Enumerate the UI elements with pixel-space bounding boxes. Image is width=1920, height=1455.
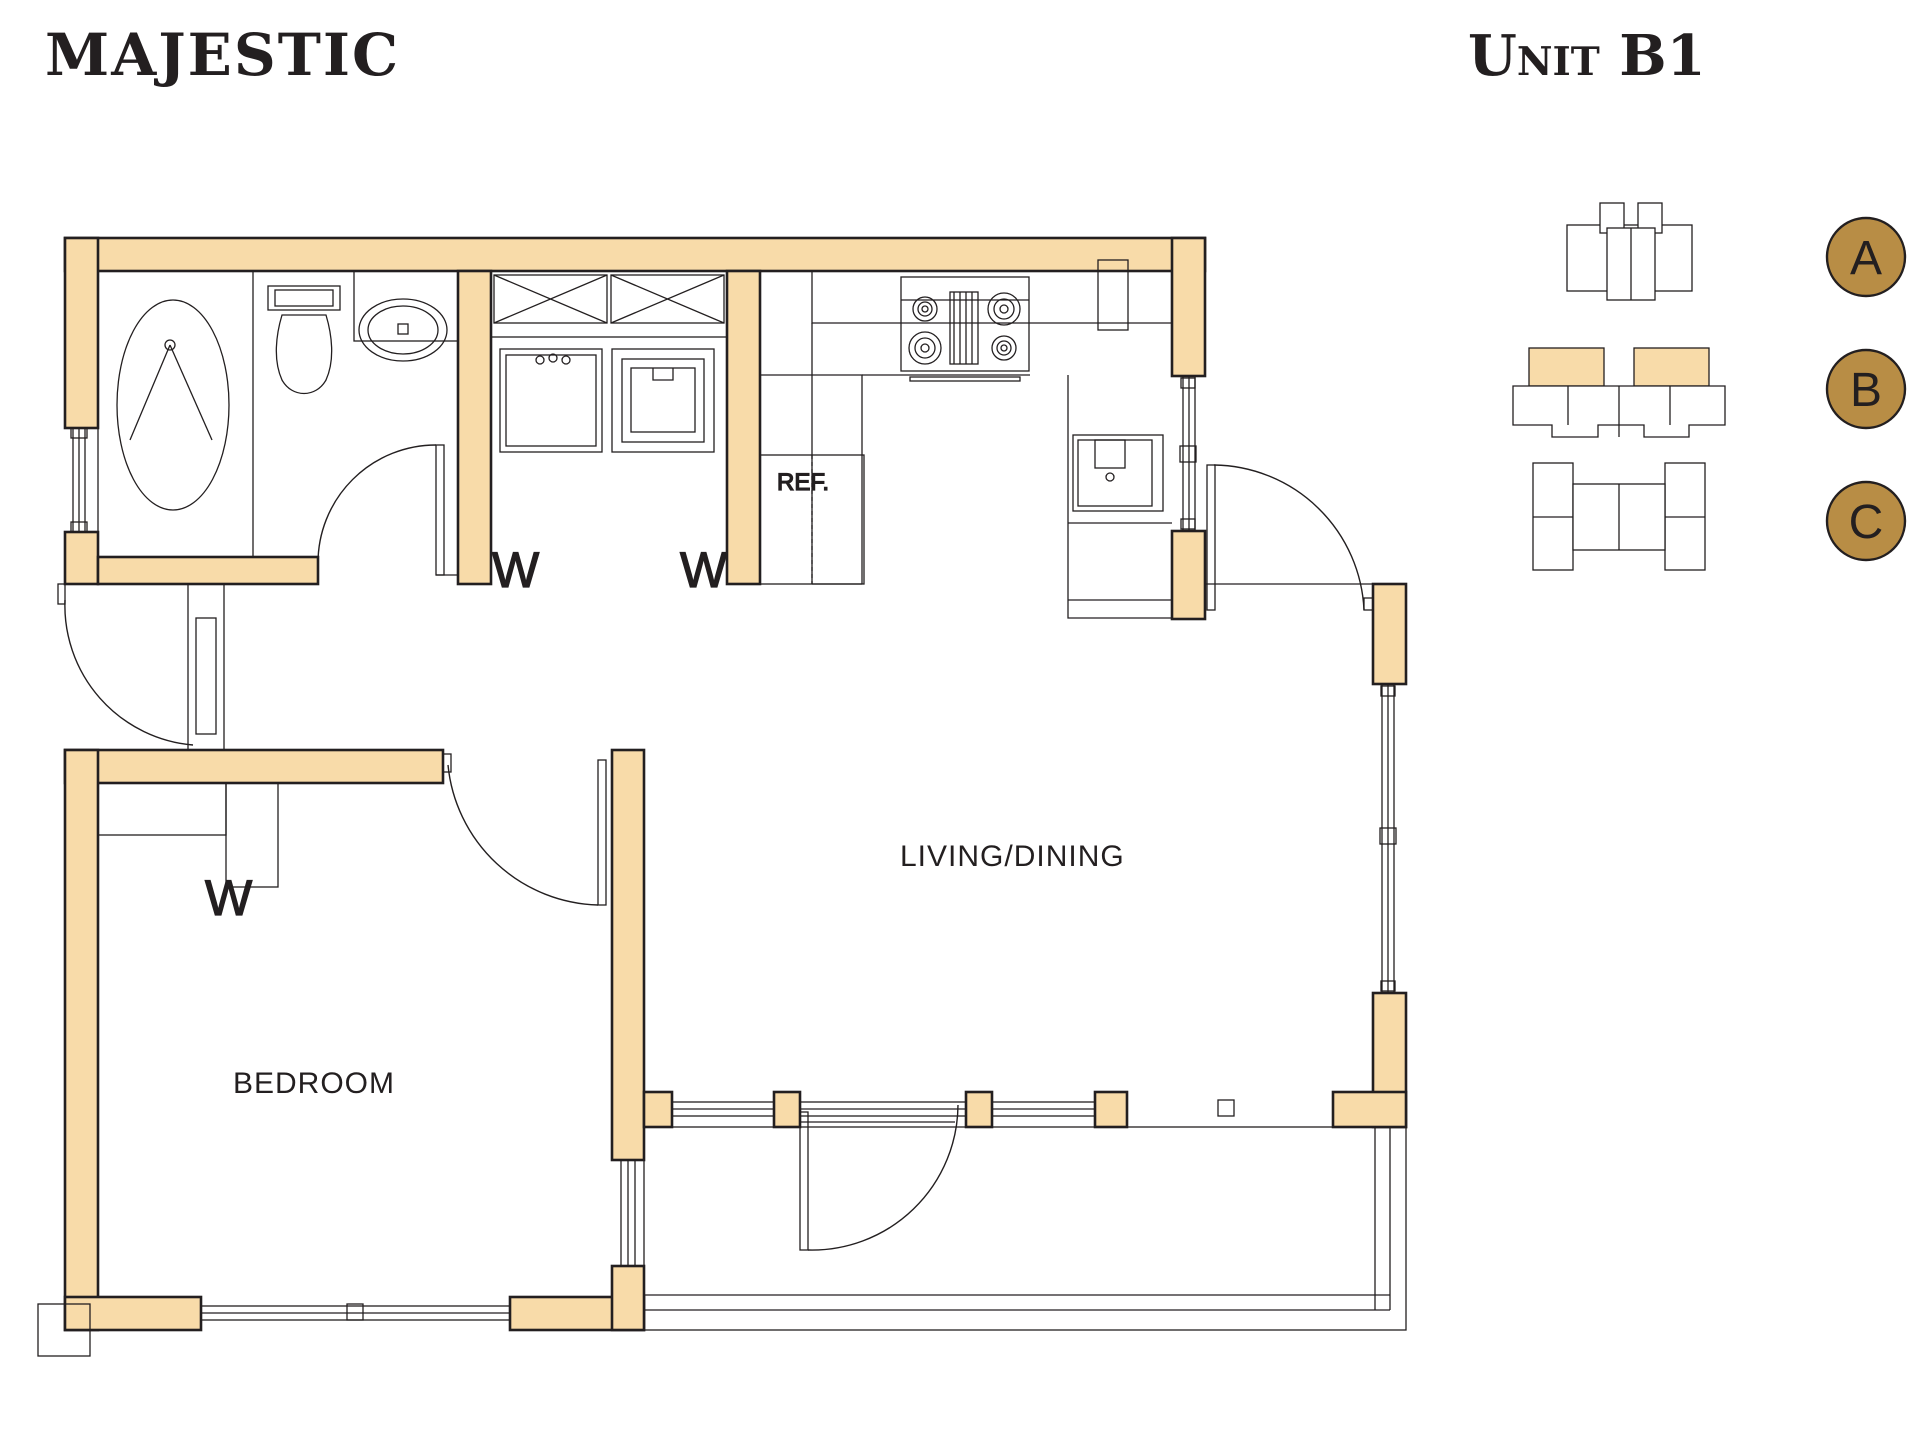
bedroom-closet: W bbox=[97, 753, 607, 927]
marker-circle-c bbox=[1825, 480, 1907, 562]
living-dining-label: LIVING/DINING bbox=[900, 840, 1125, 873]
marker-circle-a bbox=[1825, 216, 1907, 298]
building-marker-b[interactable]: B bbox=[1825, 348, 1907, 430]
laundry-closet: W W bbox=[490, 270, 729, 599]
exterior-walls bbox=[63, 236, 1408, 1332]
washer-dryer bbox=[611, 348, 715, 453]
marker-letter-c: C bbox=[1849, 496, 1884, 549]
bedroom-label: BEDROOM bbox=[233, 1067, 395, 1100]
washer-symbol-2: W bbox=[680, 542, 728, 598]
building-marker-c[interactable]: C bbox=[1825, 480, 1907, 562]
marker-letter-a: A bbox=[1850, 232, 1882, 285]
kitchen: REF. bbox=[759, 259, 1374, 619]
balcony bbox=[37, 1126, 1407, 1357]
windows bbox=[70, 375, 1397, 1321]
toilet-bowl bbox=[275, 314, 333, 394]
washer-symbol-3: W bbox=[205, 870, 253, 926]
bath-sink bbox=[358, 298, 448, 362]
kitchen-sink bbox=[1072, 434, 1164, 512]
bathroom bbox=[97, 270, 459, 576]
bathtub bbox=[116, 299, 230, 511]
key-plan-building-c bbox=[1532, 462, 1706, 571]
key-plan-building-b bbox=[1512, 347, 1726, 438]
washer-symbol-1: W bbox=[492, 542, 540, 598]
marker-letter-b: B bbox=[1850, 364, 1882, 417]
refrigerator-label: REF. bbox=[777, 469, 829, 496]
unit-name: Unit B1 bbox=[1468, 23, 1706, 89]
key-plan-building-a bbox=[1566, 202, 1693, 301]
balcony-door bbox=[799, 1104, 959, 1251]
entry-hall bbox=[57, 583, 225, 751]
building-marker-a[interactable]: A bbox=[1825, 216, 1907, 298]
key-plan bbox=[1512, 202, 1726, 571]
cooktop bbox=[900, 276, 1030, 372]
toilet-tank bbox=[267, 285, 341, 311]
building-name: MAJESTIC bbox=[45, 21, 400, 89]
marker-circle-b bbox=[1825, 348, 1907, 430]
laundry-sink bbox=[499, 348, 603, 453]
